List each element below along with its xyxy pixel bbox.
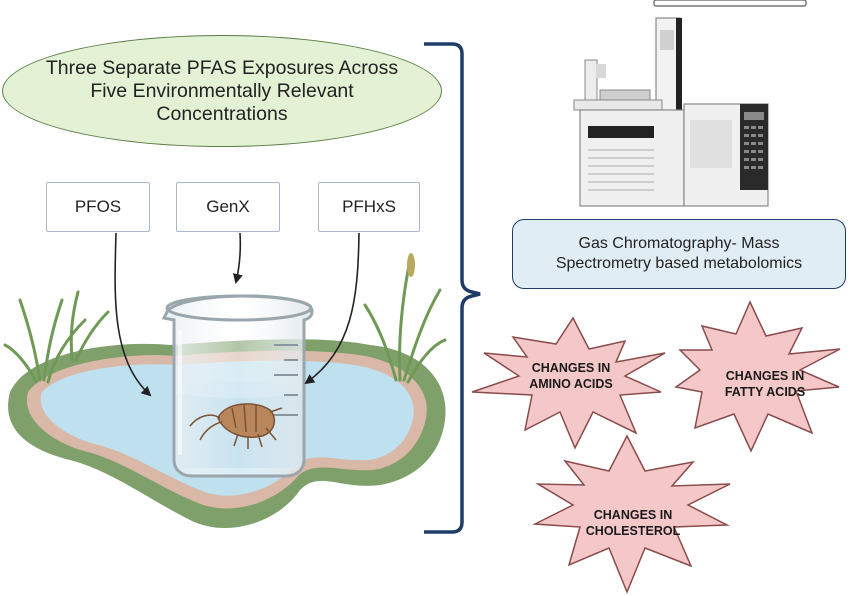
outcome-label-cholesterol: CHANGES IN CHOLESTEROL [563, 507, 703, 539]
method-box: Gas Chromatography- Mass Spectrometry ba… [512, 219, 846, 289]
grass-icon [3, 258, 447, 384]
outcome-star-cholesterol [532, 434, 731, 594]
outcome-line-1: CHANGES IN [531, 361, 611, 375]
beaker-icon [161, 294, 314, 478]
gc-ms-instrument-icon [573, 0, 807, 207]
exposure-arrows [114, 232, 360, 397]
exposure-label-genx: GenX [176, 182, 280, 232]
outcome-line-2: AMINO ACIDS [529, 377, 613, 391]
outcome-star-fatty-acids [674, 300, 841, 453]
method-label: Gas Chromatography- Mass Spectrometry ba… [555, 235, 803, 272]
outcome-line-1: CHANGES IN [725, 369, 805, 383]
outcome-star-amino-acids [471, 316, 666, 450]
outcome-line-2: CHOLESTEROL [585, 524, 681, 538]
outcome-label-amino-acids: CHANGES IN AMINO ACIDS [501, 360, 641, 392]
outcome-label-fatty-acids: CHANGES IN FATTY ACIDS [695, 368, 835, 400]
outcome-line-1: CHANGES IN [593, 508, 673, 522]
diagram-title: Three Separate PFAS Exposures Across Fiv… [45, 56, 399, 125]
title-ellipse: Three Separate PFAS Exposures Across Fiv… [2, 35, 442, 147]
amphipod-icon [189, 403, 283, 449]
outcome-line-2: FATTY ACIDS [724, 385, 806, 399]
grouping-bracket [424, 42, 481, 534]
exposure-label-pfos: PFOS [46, 182, 150, 232]
exposure-label-pfhxs: PFHxS [318, 182, 420, 232]
grass-icon [407, 253, 415, 277]
